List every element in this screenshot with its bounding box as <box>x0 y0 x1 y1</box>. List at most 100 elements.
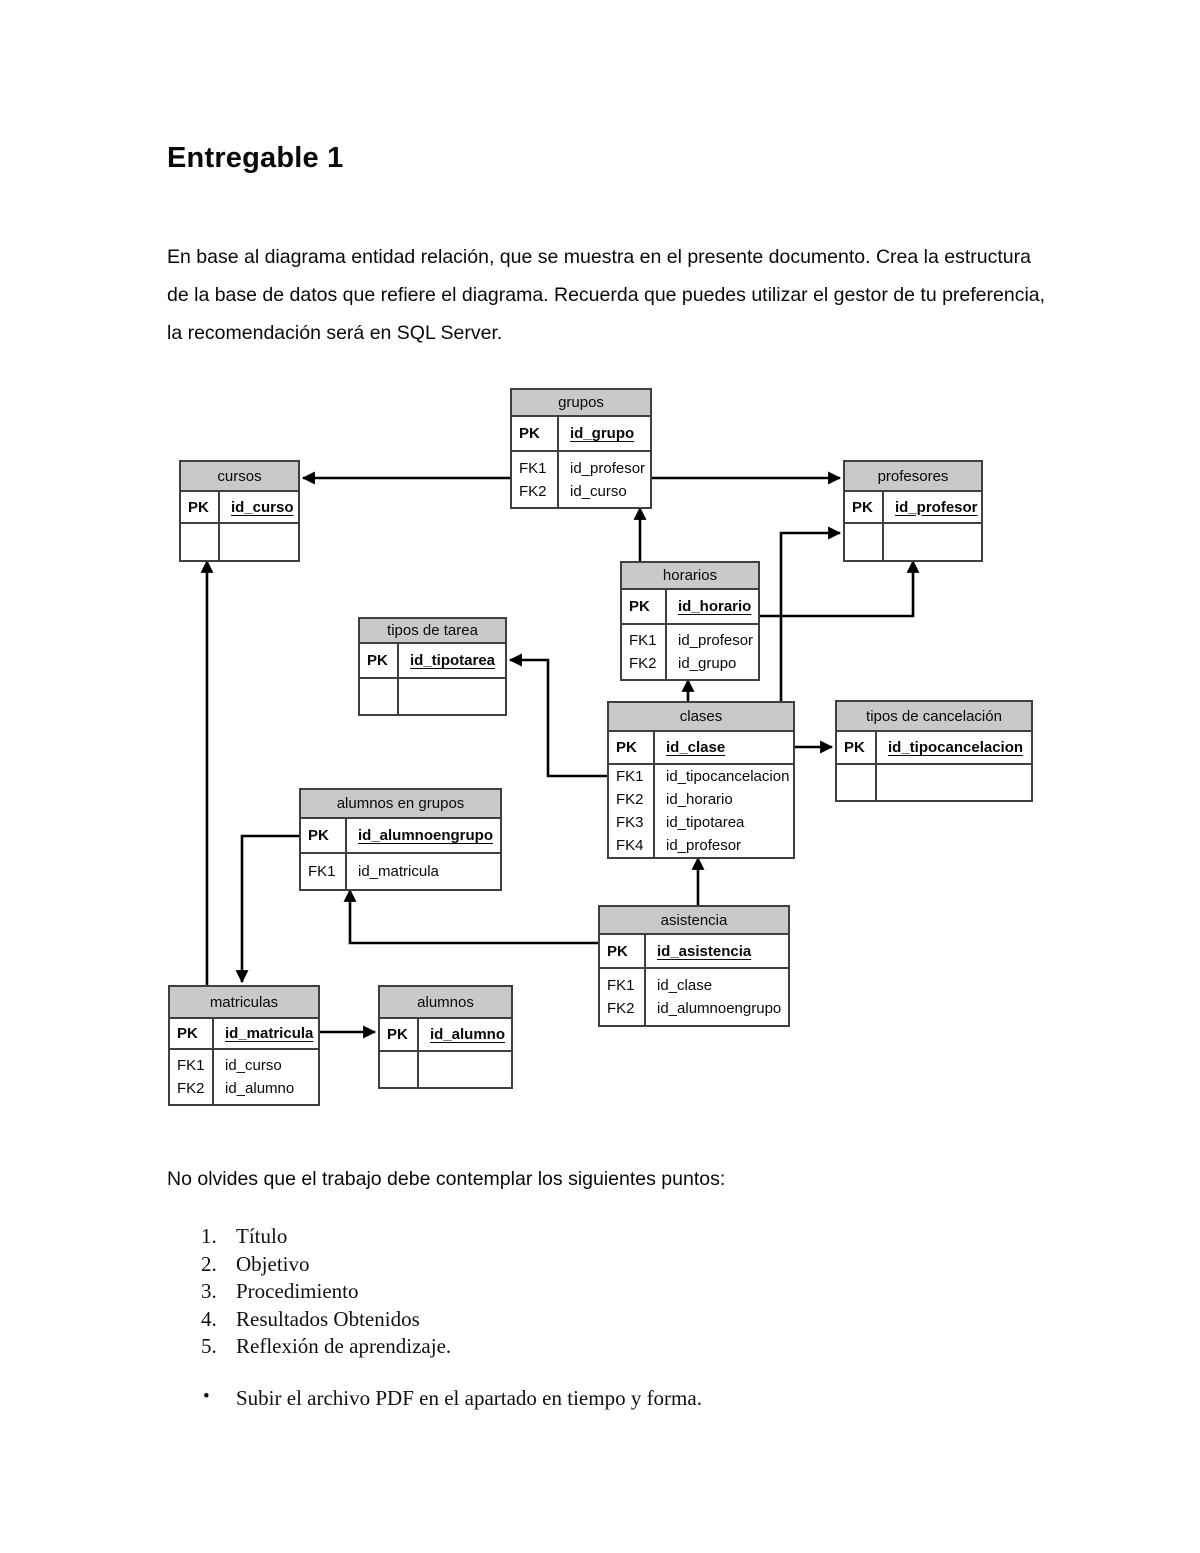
value-column: id_horario <box>667 590 758 623</box>
key-column: PK <box>845 492 884 522</box>
field-key: PK <box>852 498 873 516</box>
connector-clases-to-profesores <box>779 526 842 701</box>
connector-asistencia-to-alumnos-en-grupos <box>343 888 598 945</box>
field-key: PK <box>387 1026 408 1043</box>
key-column: PK <box>301 819 347 852</box>
field-name: id_grupo <box>678 655 737 672</box>
field-name: id_matricula <box>225 1025 314 1042</box>
intro-paragraph: En base al diagrama entidad relación, qu… <box>167 246 1046 344</box>
field-key: PK <box>308 827 329 844</box>
field-key: FK1 <box>308 863 336 880</box>
entity-title: tipos de cancelación <box>837 702 1031 732</box>
field-key: FK1 <box>629 632 657 649</box>
entity-title: alumnos en grupos <box>301 790 500 819</box>
field-key: FK2 <box>607 1000 635 1017</box>
list-marker: • <box>203 1386 210 1407</box>
value-column: id_tipocancelacion id_horario id_tipotarea… <box>655 765 793 857</box>
foreign-key-section <box>837 765 1031 800</box>
key-column <box>845 524 884 560</box>
list-item: 1. Título <box>201 1224 451 1252</box>
field-key: FK4 <box>616 837 644 854</box>
primary-key-section: PK id_tipocancelacion <box>837 732 1031 765</box>
key-column: PK <box>380 1019 419 1050</box>
value-column <box>419 1052 511 1087</box>
list-item-text: Resultados Obtenidos <box>236 1306 420 1331</box>
foreign-key-section <box>181 524 298 560</box>
field-name: id_tipotarea <box>666 814 745 831</box>
entity-title: profesores <box>845 462 981 492</box>
list-marker: 2. <box>201 1251 217 1276</box>
key-column: PK <box>360 644 399 677</box>
value-column: id_clase <box>655 732 793 763</box>
field-name: id_clase <box>666 739 726 756</box>
field-key: FK2 <box>616 791 644 808</box>
primary-key-section: PK id_horario <box>622 590 758 625</box>
foreign-key-section <box>380 1052 511 1087</box>
field-name: id_profesor <box>678 632 754 649</box>
list-item: 3.Procedimiento <box>201 1279 451 1307</box>
value-column: id_tipocancelacion <box>877 732 1031 763</box>
primary-key-section: PK id_matricula <box>170 1019 318 1050</box>
key-column: PK <box>837 732 877 763</box>
list-marker: 4. <box>201 1306 217 1331</box>
field-name: id_tipocancelacion <box>666 768 790 785</box>
list-item-text: Subir el archivo PDF en el apartado en t… <box>236 1386 702 1410</box>
primary-key-section: PK id_curso <box>181 492 298 524</box>
field-key: FK3 <box>616 814 644 831</box>
list-item-text: Reflexión de aprendizaje. <box>236 1334 452 1359</box>
list-item: 2. Objetivo <box>201 1252 451 1280</box>
field-name: id_profesor <box>895 498 978 516</box>
key-column: PK <box>600 935 646 967</box>
key-column: PK <box>170 1019 214 1048</box>
list-item-text: Título <box>236 1224 288 1248</box>
field-name: id_alumno <box>225 1080 295 1097</box>
field-key: PK <box>519 425 540 442</box>
field-name: id_tipocancelacion <box>888 739 1024 756</box>
field-name: id_alumno <box>430 1026 506 1043</box>
field-name: id_profesor <box>666 837 742 854</box>
key-column: PK <box>609 732 655 763</box>
value-column: id_matricula <box>347 854 500 889</box>
value-column <box>220 524 298 560</box>
key-column <box>360 679 399 714</box>
list-marker: 5. <box>201 1334 217 1359</box>
field-key: PK <box>367 652 388 669</box>
field-key: PK <box>177 1025 198 1042</box>
key-column <box>181 524 220 560</box>
value-column: id_profesor id_grupo <box>667 625 758 679</box>
entity-title: asistencia <box>600 907 788 935</box>
list-item: 4. Resultados Obtenidos <box>201 1307 451 1335</box>
note-paragraph: No olvides que el trabajo debe contempla… <box>167 1168 726 1190</box>
value-column <box>884 524 981 560</box>
field-key: PK <box>188 498 209 516</box>
field-key: FK2 <box>519 482 547 500</box>
primary-key-section: PK id_profesor <box>845 492 981 524</box>
list-marker: 1. <box>201 1224 217 1248</box>
field-name: id_curso <box>231 498 294 516</box>
list-item-text: Objetivo <box>236 1251 310 1276</box>
value-column: id_curso <box>220 492 298 522</box>
field-key: PK <box>616 739 637 756</box>
field-key: PK <box>844 739 865 756</box>
field-name: id_horario <box>666 791 733 808</box>
field-key: PK <box>629 598 650 615</box>
